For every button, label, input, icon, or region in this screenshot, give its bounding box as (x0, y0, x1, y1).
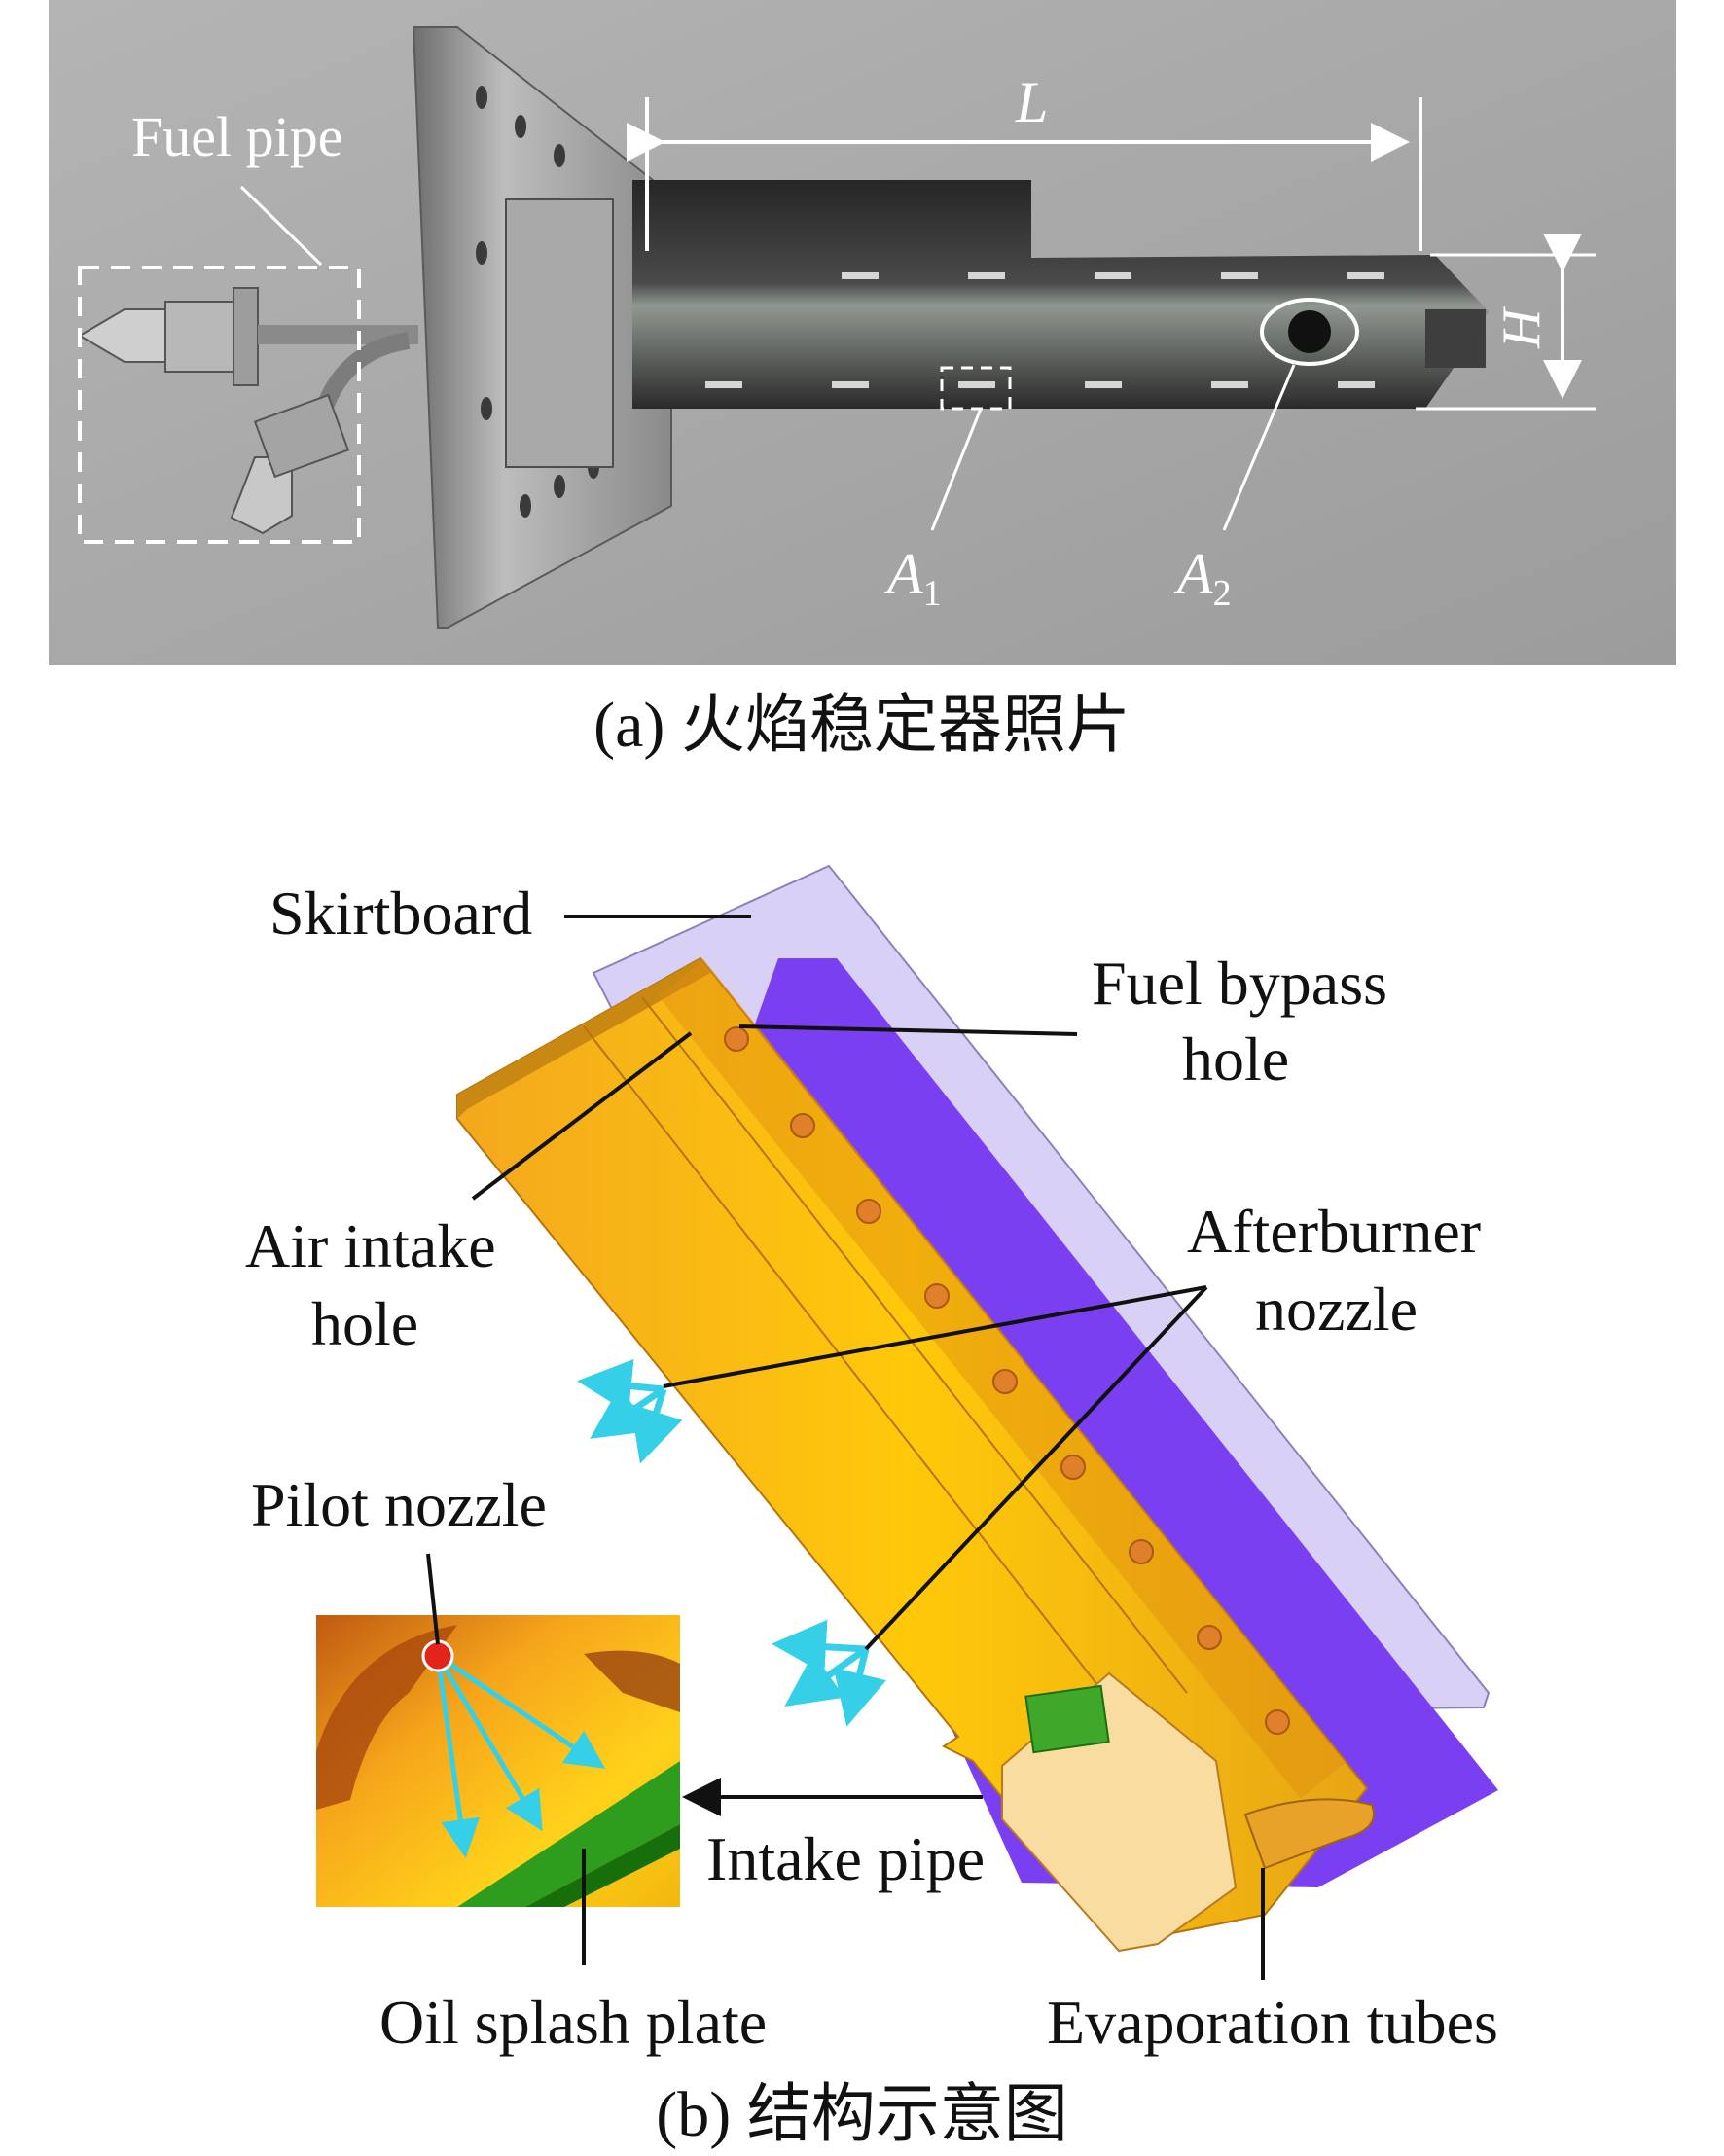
fuel-fitting-upper (78, 287, 418, 386)
fuel-bypass-holes (724, 1026, 1290, 1735)
label-fuel-pipe: Fuel pipe (131, 105, 342, 168)
a2-highlight-circle (1260, 298, 1359, 366)
label-length: L (1015, 70, 1048, 134)
structure-diagram: Skirtboard Fuel bypass hole Air intake h… (245, 864, 1498, 2057)
leader-lines (426, 915, 1265, 1980)
label-fuel-bypass-line1: Fuel bypass (1092, 949, 1387, 1018)
pilot-nozzle-inset (316, 1615, 680, 1907)
oil-splash-plate-inset (457, 1761, 680, 1907)
label-a1-letter: A (883, 542, 923, 606)
pilot-spray-arrows (435, 1653, 606, 1858)
fuel-fitting-lower (230, 332, 411, 535)
spray-arrows-lower (772, 1619, 886, 1727)
mounting-block (505, 198, 614, 468)
purple-plate (700, 958, 1498, 1887)
label-a1: A1 (883, 542, 942, 614)
pilot-nozzle-dot (421, 1639, 454, 1672)
label-afterburner-line2: nozzle (1255, 1275, 1418, 1344)
label-height: H (1491, 306, 1552, 349)
label-air-intake-line1: Air intake (245, 1211, 496, 1280)
label-a2-letter: A (1173, 542, 1213, 606)
fuel-pipe-dashed-box (78, 266, 361, 544)
label-skirtboard: Skirtboard (269, 879, 532, 948)
spray-arrows-upper (577, 1358, 683, 1464)
label-fuel-bypass-line2: hole (1182, 1024, 1289, 1094)
label-evaporation-tubes: Evaporation tubes (1047, 1988, 1498, 2057)
caption-panel-b: (b) 结构示意图 (656, 2079, 1068, 2150)
label-air-intake-line2: hole (311, 1289, 418, 1358)
label-a1-subscript: 1 (923, 573, 942, 614)
label-afterburner-line1: Afterburner (1187, 1197, 1481, 1266)
intake-green-block (1024, 1684, 1110, 1754)
evaporation-tube-end (1243, 1798, 1375, 1870)
caption-panel-a: (a) 火焰稳定器照片 (593, 690, 1131, 761)
label-a2: A2 (1173, 542, 1232, 614)
label-intake-pipe: Intake pipe (706, 1824, 985, 1893)
a1-dashed-box (940, 366, 1012, 411)
label-a2-subscript: 2 (1213, 573, 1232, 614)
label-oil-splash-plate: Oil splash plate (379, 1988, 767, 2057)
flame-stabilizer-photo: Fuel pipe L H A1 A2 (49, 0, 1676, 665)
label-pilot-nozzle: Pilot nozzle (251, 1470, 547, 1539)
tube-slots (705, 272, 1384, 388)
